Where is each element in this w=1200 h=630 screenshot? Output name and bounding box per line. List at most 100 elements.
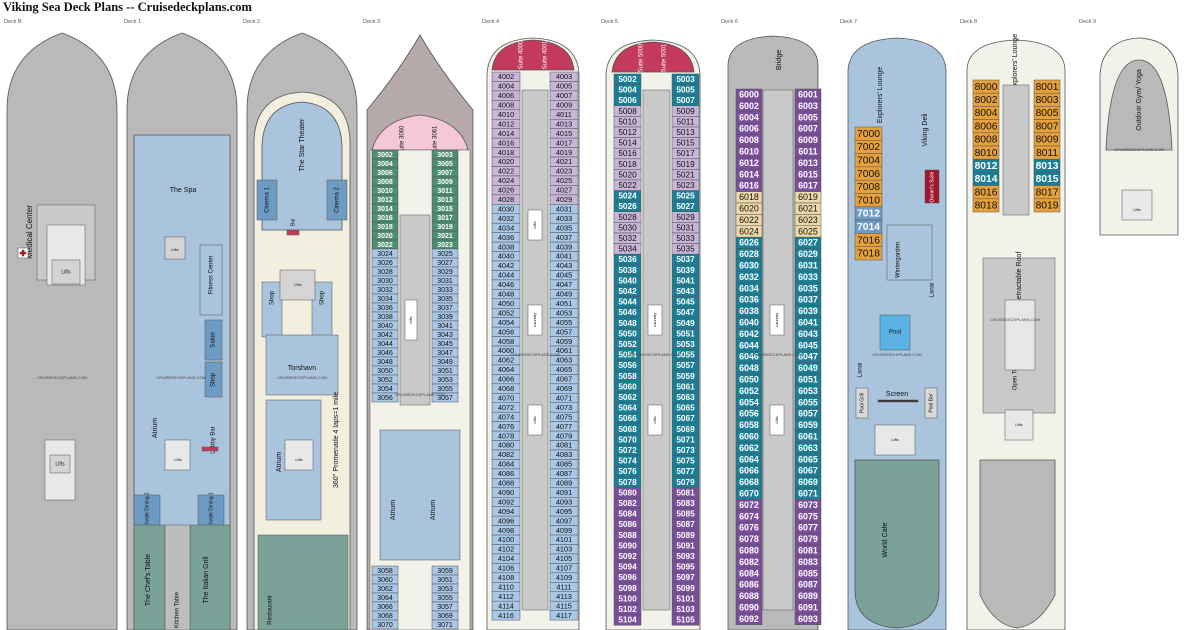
- cabin-number: 3027: [437, 260, 453, 267]
- cabin-number: 3070: [377, 622, 393, 629]
- cabin-number: 4070: [498, 393, 514, 402]
- cabin-number: 3031: [437, 278, 453, 285]
- wintergarden: [886, 224, 933, 281]
- cabin-number: 3044: [377, 341, 393, 348]
- kitchen-table: [164, 524, 191, 630]
- cabin-number: 6081: [798, 546, 818, 556]
- cabin-number: 6076: [739, 523, 759, 533]
- cabin-number: 3014: [377, 206, 393, 213]
- cabin-number: 5022: [618, 181, 637, 190]
- cabin-number: 5029: [676, 213, 695, 222]
- watermark: CRUISEDECKPLANS.COM: [630, 352, 680, 357]
- cabin-number: 7018: [857, 249, 880, 260]
- cabin-number: 8006: [975, 121, 998, 132]
- cabin-number: 5065: [676, 404, 695, 413]
- fitness-area: [199, 244, 223, 316]
- cabin-number: 5062: [618, 393, 637, 402]
- cabin-number: 6052: [739, 386, 759, 396]
- watermark: CRUISEDECKPLANS.COM: [395, 392, 445, 397]
- cabin-number: 3042: [377, 332, 393, 339]
- star-theater: [261, 101, 343, 231]
- cabin-number: 4067: [556, 375, 572, 384]
- cabin-number: 5018: [618, 160, 637, 169]
- deck-label-5: Deck 5: [601, 19, 619, 25]
- chefs-table: [133, 524, 166, 630]
- cabin-number: 6050: [739, 375, 759, 385]
- cinema-1: [256, 179, 278, 221]
- cabin-number: 3068: [377, 613, 393, 620]
- cabin-number: 4081: [556, 441, 572, 450]
- italian-grill-label: The Italian Grill: [203, 556, 210, 604]
- deck-5-suites: [611, 41, 695, 73]
- cabin-number: 4006: [498, 91, 514, 100]
- cabin-number: 4077: [556, 422, 572, 431]
- cabin-7018: [854, 246, 883, 261]
- cabin-number: 4050: [498, 299, 514, 308]
- cabin-number: 6002: [739, 101, 759, 111]
- cabin-number: 8017: [1036, 187, 1059, 198]
- pool-bar-label: Pool Bar: [928, 393, 934, 413]
- cabin-number: 5014: [618, 139, 637, 148]
- cabin-number: 4044: [498, 271, 514, 280]
- cabin-number: 6063: [798, 443, 818, 453]
- lifts-label: Lifts: [891, 437, 898, 442]
- cabin-number: 5040: [618, 276, 637, 285]
- cabin-number: 3009: [437, 179, 453, 186]
- deck-6-laundry: [769, 304, 785, 336]
- lifts-label: Lifts: [408, 316, 413, 323]
- torshavn-label: Torshavn: [288, 365, 317, 372]
- cabin-number: 5012: [618, 128, 637, 137]
- deck-label-1: Deck 1: [124, 19, 142, 25]
- cabin-number: 7014: [857, 222, 880, 233]
- cabin-number: 6046: [739, 352, 759, 362]
- cabin-number: 5015: [676, 139, 695, 148]
- atrium-label: Atrium: [430, 500, 437, 520]
- deck-label-8: Deck 8: [960, 19, 978, 25]
- cabin-number: 4074: [498, 412, 514, 421]
- world-cafe-label: World Cafe: [882, 522, 889, 557]
- cabin-number: 4062: [498, 356, 514, 365]
- cabin-number: 4036: [498, 233, 514, 242]
- shop-label: Shop: [270, 290, 276, 305]
- cabin-number: 6014: [739, 169, 759, 179]
- cabin-number: 5079: [676, 478, 695, 487]
- deck-9-lift-lobby: [1121, 189, 1153, 221]
- deck-label-3: Deck 3: [363, 19, 381, 25]
- pool-label: Pool: [889, 330, 901, 336]
- cabin-number: 5042: [618, 287, 637, 296]
- cabin-number: 6011: [798, 147, 817, 157]
- cabin-number: 3033: [437, 287, 453, 294]
- pd2-label: Private Dining 2: [144, 492, 150, 528]
- cabin-number: 8003: [1036, 95, 1059, 106]
- cabin-number: 5105: [676, 616, 695, 625]
- cabin-number: 6093: [798, 614, 818, 624]
- cabin-number: 3041: [437, 323, 453, 330]
- cabin-number: 4023: [556, 167, 572, 176]
- cabin-number: 8008: [975, 135, 998, 146]
- cabin-number: 6041: [798, 318, 818, 328]
- cabin-number: 5030: [618, 223, 637, 232]
- cabin-number: 3004: [377, 161, 393, 168]
- cabin-number: 6071: [798, 489, 818, 499]
- cabin-number: 5049: [676, 319, 695, 328]
- cabin-number: 3030: [377, 278, 393, 285]
- cabin-number: 6057: [798, 409, 818, 419]
- cabin-number: 3053: [437, 377, 453, 384]
- atrium-label: Atrium: [152, 418, 159, 438]
- cabin-number: 5067: [676, 414, 695, 423]
- cabin-3056: [371, 392, 399, 403]
- lifts-label: Lifts: [295, 457, 302, 462]
- cabin-number: 5099: [676, 584, 695, 593]
- cabin-number: 6026: [739, 238, 759, 248]
- cabin-number: 4110: [498, 582, 514, 591]
- cabin-number: 6042: [739, 329, 759, 339]
- cabin-number: 5098: [618, 584, 637, 593]
- cabin-number: 4116: [498, 611, 514, 620]
- deck-4-lifts-aft: [527, 404, 543, 436]
- cabin-number: 3023: [437, 242, 453, 249]
- lifts-label: Lifts: [1133, 207, 1140, 212]
- suite-3061-label: Suite 3061: [433, 125, 439, 154]
- cabin-number: 6074: [739, 511, 759, 521]
- cabin-number: 5043: [676, 287, 695, 296]
- cabin-number: 5002: [618, 75, 637, 84]
